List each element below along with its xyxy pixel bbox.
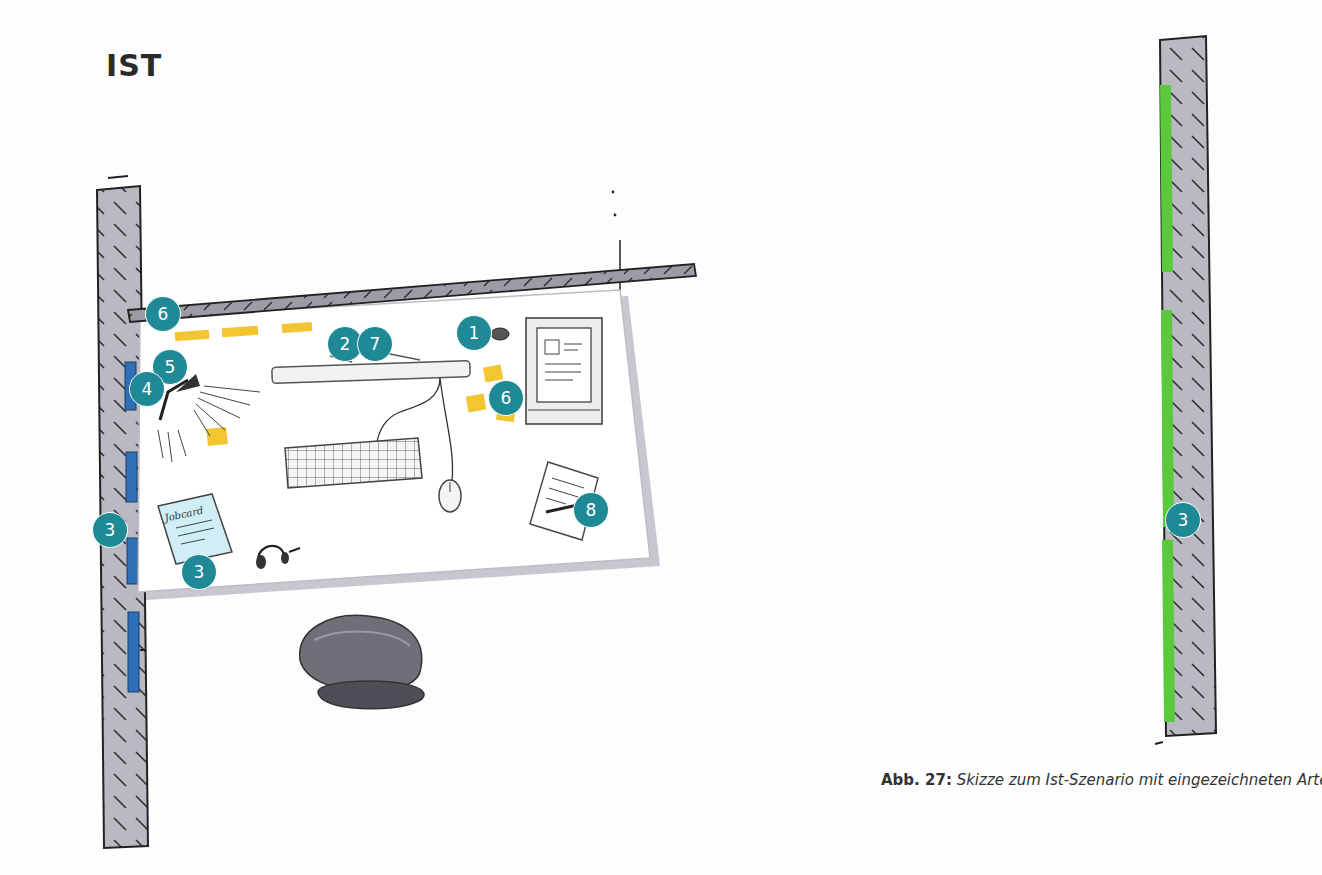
binder	[127, 538, 138, 584]
chair-seat	[318, 681, 424, 709]
headset-ear	[256, 555, 266, 569]
booklet-lines	[176, 520, 214, 544]
keyboard	[285, 438, 422, 488]
caption-text: Skizze zum Ist-Szenario mit eingezeichne…	[952, 771, 1322, 789]
right-wall	[1160, 36, 1216, 736]
green-panel	[1160, 85, 1173, 272]
mouse-button	[450, 482, 451, 492]
binder	[128, 612, 139, 692]
sketch-title: IST	[106, 48, 162, 83]
callout-number: 3	[92, 512, 128, 548]
mark	[612, 191, 615, 194]
caption-number: Abb. 27:	[881, 771, 952, 789]
chair-highlight	[314, 632, 410, 646]
mouse	[439, 480, 461, 512]
green-panel	[1161, 310, 1174, 527]
callout-number: 7	[357, 326, 393, 362]
document-lines	[528, 344, 600, 410]
cable	[440, 378, 453, 482]
light-rays	[194, 386, 260, 436]
lamp-lines	[158, 430, 186, 462]
headset-ear	[281, 552, 289, 564]
callout-number: 1	[456, 315, 492, 351]
display	[526, 318, 602, 424]
callout-number: 6	[145, 296, 181, 332]
sticky-note	[466, 394, 487, 413]
callout-number: 8	[573, 492, 609, 528]
wall-end	[108, 176, 128, 178]
mark	[614, 214, 617, 217]
sticky-note	[222, 326, 259, 337]
green-panel	[1162, 540, 1175, 722]
sticky-note	[282, 322, 313, 333]
figure-caption: Abb. 27: Skizze zum Ist-Szenario mit ein…	[881, 771, 1322, 789]
callout-number: 3	[1165, 502, 1201, 538]
callout-number: 4	[129, 371, 165, 407]
icon-image	[545, 340, 559, 354]
shelf	[128, 264, 696, 322]
desk	[138, 290, 650, 592]
cable	[376, 378, 440, 448]
wall-end	[1155, 742, 1163, 744]
callout-number: 6	[488, 380, 524, 416]
document-icon	[537, 328, 591, 402]
chair-back	[300, 615, 422, 691]
callout-number: 3	[181, 554, 217, 590]
binder	[126, 452, 137, 502]
headset-mic	[289, 548, 300, 552]
device	[491, 328, 509, 340]
sticky-note	[175, 330, 210, 341]
